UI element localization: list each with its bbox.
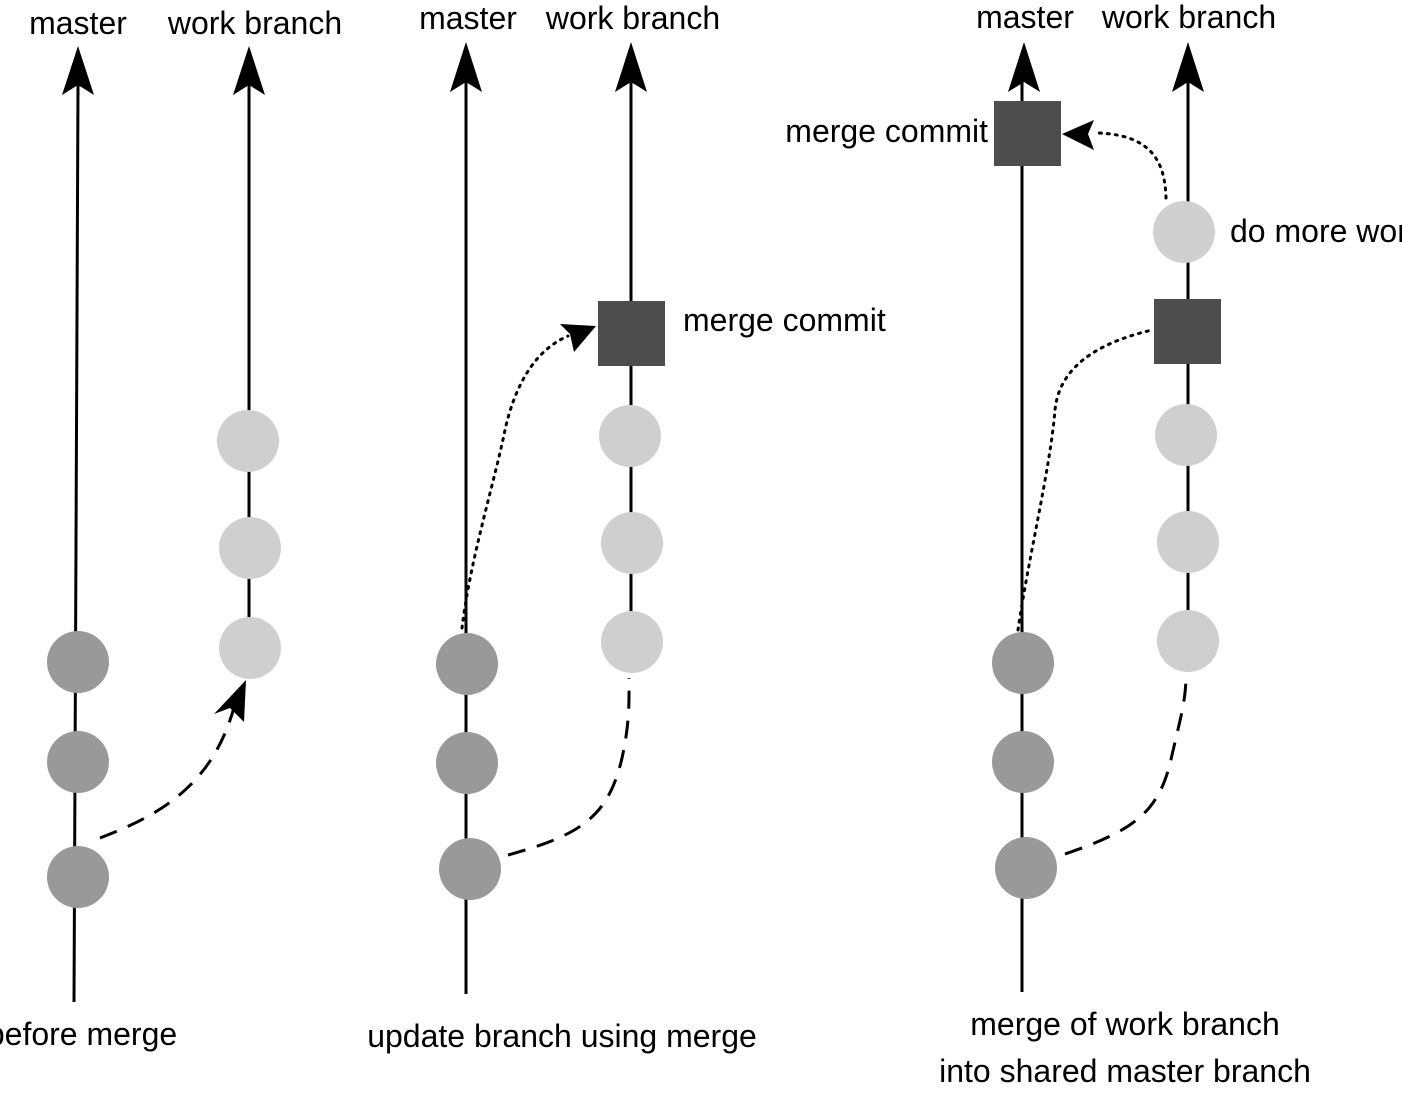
update-dotted-line (1016, 328, 1154, 632)
panel-before-merge: master work branch before merge (0, 5, 342, 1052)
final-merge-commit (994, 101, 1061, 166)
master-arrowhead-icon (62, 46, 94, 95)
panel-merge-into-master: master work branch do more work merge co… (785, 0, 1402, 1089)
master-commit (992, 731, 1054, 793)
work-commit (599, 405, 661, 467)
caption: update branch using merge (367, 1018, 757, 1054)
work-commit (217, 410, 279, 472)
final-merge-dotted-arrow (1096, 131, 1168, 200)
work-commit (219, 517, 281, 579)
work-arrowhead-icon (1172, 42, 1204, 92)
panel-update-branch: master work branch merge commit update b… (367, 0, 886, 1054)
work-branch-label: work branch (167, 5, 342, 41)
work-commit (1155, 404, 1217, 466)
branch-off-dashed-line (507, 677, 631, 857)
master-commit (992, 632, 1054, 694)
merge-dotted-arrow (460, 334, 570, 630)
more-work-commit (1153, 201, 1215, 263)
work-arrowhead-icon (615, 42, 647, 92)
work-branch-label: work branch (1101, 0, 1276, 35)
do-more-work-label: do more work (1230, 213, 1402, 249)
master-commit (47, 731, 109, 793)
work-commit (219, 617, 281, 679)
work-commit (601, 611, 663, 673)
master-commit (436, 633, 498, 695)
branch-off-dashed-arrow (99, 699, 238, 840)
merge-commit-label: merge commit (683, 302, 886, 338)
work-commit (1157, 511, 1219, 573)
branch-off-arrowhead-icon (214, 680, 246, 722)
master-commit (47, 631, 109, 693)
work-branch-label: work branch (545, 0, 720, 36)
master-commit (436, 732, 498, 794)
branch-off-dashed-line (1064, 675, 1188, 856)
caption-line-2: into shared master branch (939, 1053, 1311, 1088)
work-arrowhead-icon (233, 46, 265, 95)
master-arrowhead-icon (450, 42, 482, 92)
merge-arrowhead-icon (560, 324, 596, 352)
master-label: master (29, 5, 127, 41)
caption-line-1: merge of work branch (970, 1006, 1279, 1042)
master-arrowhead-icon (1008, 42, 1040, 92)
master-commit (47, 846, 109, 908)
final-merge-arrowhead-icon (1062, 120, 1094, 150)
merge-commit (598, 301, 665, 366)
master-commit (995, 837, 1057, 899)
work-commit (601, 512, 663, 574)
caption: before merge (0, 1016, 177, 1052)
master-label: master (976, 0, 1074, 35)
merge-commit-label: merge commit (785, 113, 988, 149)
work-commit (1157, 610, 1219, 672)
merge-commit (1154, 299, 1221, 364)
master-label: master (419, 0, 517, 36)
master-commit (439, 838, 501, 900)
